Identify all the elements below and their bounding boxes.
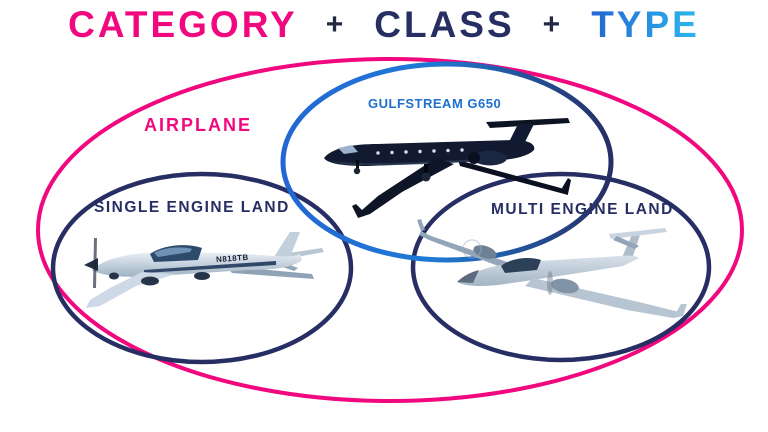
type-ellipse — [280, 61, 614, 263]
title-word-class: CLASS — [374, 4, 515, 45]
type-label-gulfstream: GULFSTREAM G650 — [368, 96, 502, 111]
plus-sign: + — [542, 7, 564, 41]
business-jet-image — [324, 118, 571, 218]
title-word-category: CATEGORY — [68, 4, 298, 45]
class-single-engine-ellipse — [50, 171, 354, 365]
plus-sign: + — [325, 7, 347, 41]
page-title: CATEGORY + CLASS + TYPE — [0, 6, 768, 43]
twin-engine-plane-image — [417, 219, 687, 318]
title-word-type: TYPE — [591, 4, 700, 45]
class-label-single-engine-land: SINGLE ENGINE LAND — [94, 199, 290, 216]
category-ellipse — [36, 57, 744, 403]
class-multi-engine-ellipse — [410, 171, 712, 363]
category-label-airplane: AIRPLANE — [144, 115, 253, 135]
class-label-multi-engine-land: MULTI ENGINE LAND — [491, 201, 674, 218]
single-engine-plane-image — [84, 232, 324, 308]
